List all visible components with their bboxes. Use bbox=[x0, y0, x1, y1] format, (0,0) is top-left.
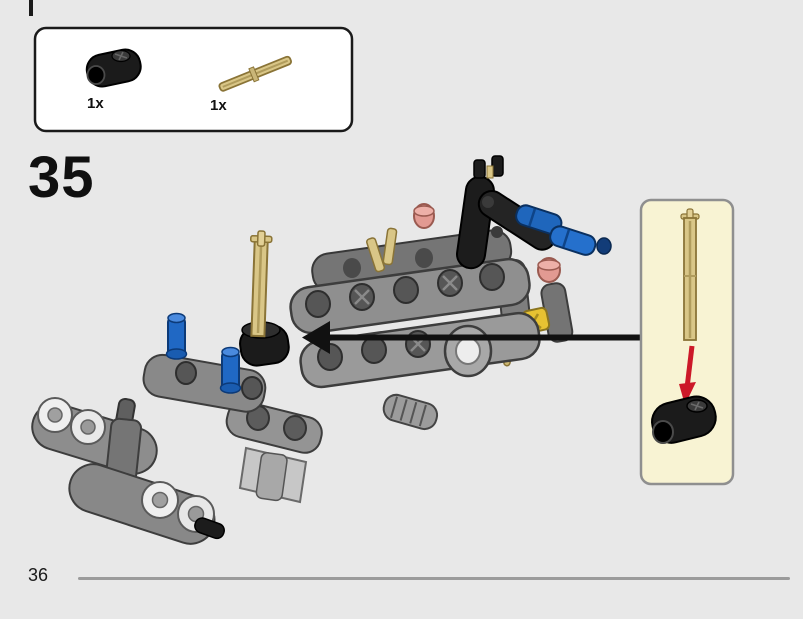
rear-axle-cluster bbox=[31, 397, 225, 545]
driveshaft-axle bbox=[382, 393, 439, 431]
callout-insert-arrow bbox=[679, 345, 696, 405]
parts-box: 1x 1x bbox=[33, 26, 354, 133]
part-tan-axle bbox=[218, 55, 292, 92]
parts-box-frame bbox=[33, 26, 354, 133]
page-corner-mark bbox=[29, 0, 33, 16]
part-count-label: 1x bbox=[210, 97, 227, 114]
footer-divider bbox=[78, 577, 790, 580]
main-beam-upper bbox=[289, 257, 531, 335]
page-number: 36 bbox=[28, 565, 49, 585]
center-frame bbox=[225, 400, 323, 504]
blue-pins bbox=[165, 312, 242, 394]
tan-axles-upper bbox=[366, 227, 398, 273]
top-black-subassembly bbox=[456, 155, 612, 270]
assembly-illustration bbox=[31, 155, 612, 545]
callout-black-connector bbox=[651, 395, 717, 444]
pink-bushings bbox=[413, 203, 561, 283]
step-number: 35 bbox=[28, 145, 95, 210]
callout-box bbox=[639, 198, 735, 486]
part-black-connector bbox=[85, 48, 142, 88]
callout-pointer-arrow bbox=[302, 321, 641, 354]
target-axle-connector bbox=[239, 230, 290, 367]
part-count-label: 1x bbox=[87, 95, 104, 112]
callout-tan-axle bbox=[680, 208, 700, 341]
